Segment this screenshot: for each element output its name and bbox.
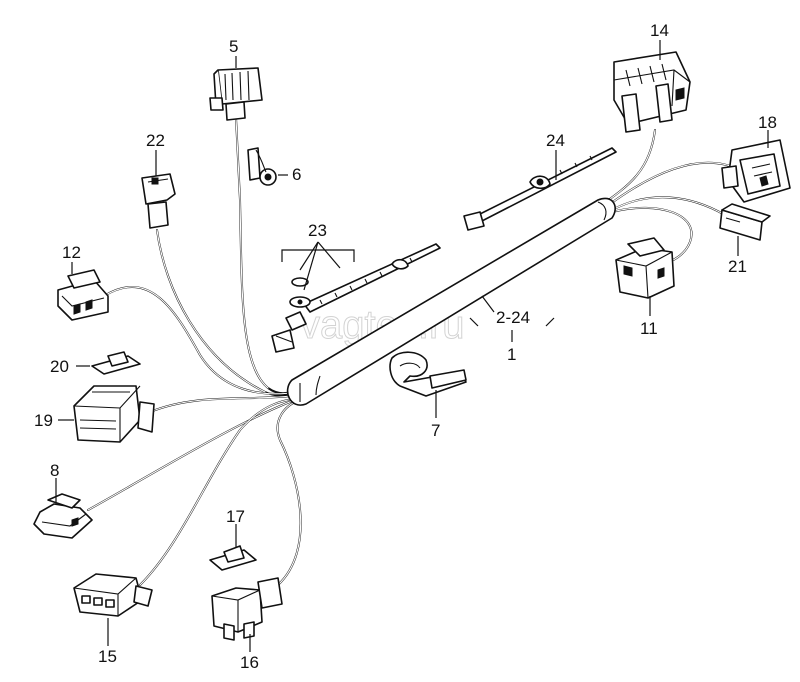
label-1: 1 — [507, 345, 516, 364]
label-19: 19 — [34, 411, 53, 430]
label-15: 15 — [98, 647, 117, 666]
label-18: 18 — [758, 113, 777, 132]
cable-tie-23 — [271, 243, 441, 353]
label-17: 17 — [226, 507, 245, 526]
label-22: 22 — [146, 131, 165, 150]
connector-8 — [33, 493, 93, 539]
label-20: 20 — [50, 357, 69, 376]
label-21: 21 — [728, 257, 747, 276]
cable-tie-24 — [463, 147, 617, 231]
connector-21 — [719, 203, 771, 241]
clamp-7 — [389, 351, 467, 397]
connector-12 — [57, 269, 109, 321]
connector-11 — [615, 237, 675, 299]
label-23: 23 — [308, 221, 327, 240]
connector-14 — [613, 51, 691, 133]
leader-lines — [55, 40, 769, 652]
connector-18 — [721, 139, 791, 203]
label-12: 12 — [62, 243, 81, 262]
wire-to-22 — [156, 229, 301, 397]
label-8: 8 — [50, 461, 59, 480]
wire-to-5 — [235, 117, 299, 395]
clip-20 — [91, 351, 141, 375]
label-6: 6 — [292, 165, 301, 184]
connector-22 — [141, 173, 176, 229]
label-7: 7 — [431, 421, 440, 440]
connector-19 — [73, 385, 155, 443]
label-16: 16 — [240, 653, 259, 672]
label-14: 14 — [650, 21, 669, 40]
connector-15 — [73, 573, 153, 617]
main-harness-trunk — [286, 197, 616, 406]
wire-to-14 — [599, 129, 656, 207]
label-24: 24 — [546, 131, 565, 150]
connector-16 — [211, 577, 283, 641]
wire-to-12 — [103, 285, 299, 395]
connector-5 — [209, 67, 263, 121]
clip-17 — [209, 545, 257, 571]
label-2-24: 2-24 — [496, 308, 530, 327]
part-labels: 5 22 6 12 20 19 8 15 17 16 7 23 24 14 18… — [34, 21, 777, 672]
clip-6 — [247, 147, 277, 186]
wires — [87, 117, 741, 586]
label-11: 11 — [640, 319, 658, 338]
label-5: 5 — [229, 37, 238, 56]
